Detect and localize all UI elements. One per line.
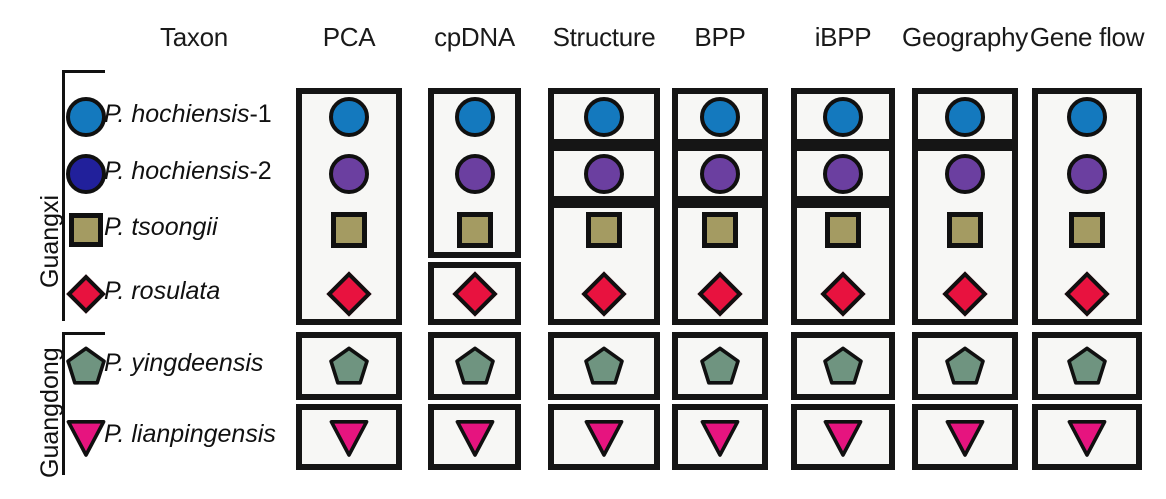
legend-label-lianpingensis: P. lianpingensis xyxy=(104,420,276,448)
column-header-pca: PCA xyxy=(322,22,376,52)
matrix-glyph-ibpp-hochiensis_2 xyxy=(823,153,863,194)
matrix-glyph-structure-hochiensis_1 xyxy=(584,96,624,137)
matrix-glyph-pca-rosulata xyxy=(326,270,372,317)
matrix-glyph-bpp-hochiensis_2 xyxy=(700,153,740,194)
matrix-glyph-geography-rosulata xyxy=(942,270,988,317)
matrix-glyph-structure-yingdeensis xyxy=(584,346,624,386)
matrix-glyph-structure-rosulata xyxy=(581,270,627,317)
bracket-guangdong xyxy=(62,332,105,475)
bracket-guangxi xyxy=(62,70,105,321)
matrix-glyph-ibpp-tsoongii xyxy=(822,209,864,251)
matrix-glyph-cpdna-hochiensis_2 xyxy=(454,153,495,194)
matrix-glyph-bpp-yingdeensis xyxy=(700,346,740,386)
matrix-glyph-cpdna-yingdeensis xyxy=(454,346,495,386)
cell-geography-group-3[interactable] xyxy=(912,404,1018,470)
taxon-column-header: Taxon xyxy=(160,22,228,52)
matrix-glyph-pca-yingdeensis xyxy=(329,346,369,386)
cell-bpp-group-3[interactable] xyxy=(672,332,768,400)
legend-glyph-yingdeensis xyxy=(66,346,106,386)
region-label-guangxi: Guangxi xyxy=(36,194,64,288)
matrix-glyph-geneflow-rosulata xyxy=(1064,270,1110,317)
matrix-glyph-pca-lianpingensis xyxy=(329,417,369,457)
matrix-glyph-bpp-hochiensis_1 xyxy=(700,96,740,137)
cell-geneflow-group-2[interactable] xyxy=(1032,404,1142,470)
matrix-glyph-structure-lianpingensis xyxy=(584,417,624,457)
legend-label-yingdeensis: P. yingdeensis xyxy=(104,349,264,377)
matrix-glyph-pca-hochiensis_2 xyxy=(329,153,369,194)
column-header-geneflow: Gene flow xyxy=(1029,22,1145,52)
matrix-glyph-structure-hochiensis_2 xyxy=(584,153,624,194)
matrix-glyph-bpp-rosulata xyxy=(697,270,743,317)
legend-glyph-lianpingensis xyxy=(66,417,106,457)
legend-label-hochiensis_1: P. hochiensis-1 xyxy=(104,99,272,128)
matrix-glyph-pca-hochiensis_1 xyxy=(329,96,369,137)
matrix-glyph-structure-tsoongii xyxy=(583,209,625,251)
matrix-glyph-geneflow-tsoongii xyxy=(1066,209,1108,251)
matrix-glyph-bpp-lianpingensis xyxy=(700,417,740,457)
matrix-glyph-cpdna-lianpingensis xyxy=(455,417,495,457)
legend-label-tsoongii: P. tsoongii xyxy=(104,213,218,241)
column-header-cpdna: cpDNA xyxy=(434,22,515,52)
matrix-glyph-geography-lianpingensis xyxy=(945,417,985,457)
matrix-glyph-geneflow-lianpingensis xyxy=(1067,417,1107,457)
column-header-structure: Structure xyxy=(552,22,656,52)
legend-label-hochiensis_2: P. hochiensis-2 xyxy=(104,156,272,185)
matrix-glyph-cpdna-hochiensis_1 xyxy=(454,96,495,137)
matrix-glyph-ibpp-rosulata xyxy=(820,270,866,317)
legend-label-rosulata: P. rosulata xyxy=(104,276,221,305)
matrix-glyph-geography-hochiensis_2 xyxy=(945,153,985,194)
legend-glyph-rosulata xyxy=(66,273,106,314)
column-header-bpp: BPP xyxy=(694,22,746,52)
column-header-geography: Geography xyxy=(902,22,1028,52)
legend-glyph-hochiensis_1 xyxy=(66,96,106,137)
matrix-glyph-ibpp-yingdeensis xyxy=(823,346,863,386)
legend-glyph-tsoongii xyxy=(66,210,106,250)
column-header-ibpp: iBPP xyxy=(814,22,872,52)
region-label-guangdong: Guangdong xyxy=(36,347,64,478)
cell-ibpp-group-3[interactable] xyxy=(791,332,895,400)
matrix-glyph-geography-hochiensis_1 xyxy=(945,96,985,137)
legend-glyph-hochiensis_2 xyxy=(66,153,106,194)
matrix-glyph-geneflow-yingdeensis xyxy=(1067,346,1107,386)
matrix-glyph-geneflow-hochiensis_1 xyxy=(1067,96,1107,137)
matrix-glyph-geography-yingdeensis xyxy=(945,346,985,386)
matrix-glyph-geneflow-hochiensis_2 xyxy=(1067,153,1107,194)
cell-cpdna-group-3[interactable] xyxy=(428,404,521,470)
cell-pca-group-1[interactable] xyxy=(296,332,402,400)
matrix-glyph-geography-tsoongii xyxy=(944,209,986,251)
matrix-glyph-ibpp-hochiensis_1 xyxy=(823,96,863,137)
matrix-glyph-ibpp-lianpingensis xyxy=(823,417,863,457)
matrix-glyph-cpdna-tsoongii xyxy=(454,209,496,251)
matrix-glyph-bpp-tsoongii xyxy=(699,209,741,251)
matrix-glyph-cpdna-rosulata xyxy=(451,270,498,317)
matrix-glyph-pca-tsoongii xyxy=(328,209,370,251)
